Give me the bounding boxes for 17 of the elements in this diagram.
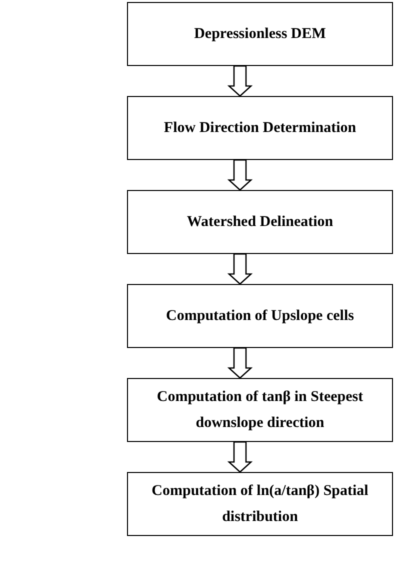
process-box <box>127 472 393 536</box>
box-text: Flow Direction Determination <box>164 119 356 138</box>
block-arrow <box>227 159 253 191</box>
block-arrow <box>227 441 253 473</box>
process-box <box>127 96 393 160</box>
box-text: Depressionless DEM <box>194 25 326 44</box>
box-text: Watershed Delineation <box>186 213 334 232</box>
process-box <box>127 378 393 442</box>
block-arrow <box>227 253 253 285</box>
process-box <box>127 190 393 254</box>
process-box <box>127 2 393 66</box>
box-text: Computation of tanβ in Steepest downslope direction <box>156 388 364 433</box>
process-box <box>127 284 393 348</box>
block-arrow <box>227 347 253 379</box>
box-text: Computation of Upslope cells <box>166 307 354 326</box>
box-text: Computation of ln(a/tanβ) Spatial distribution <box>150 482 370 527</box>
block-arrow <box>227 65 253 97</box>
